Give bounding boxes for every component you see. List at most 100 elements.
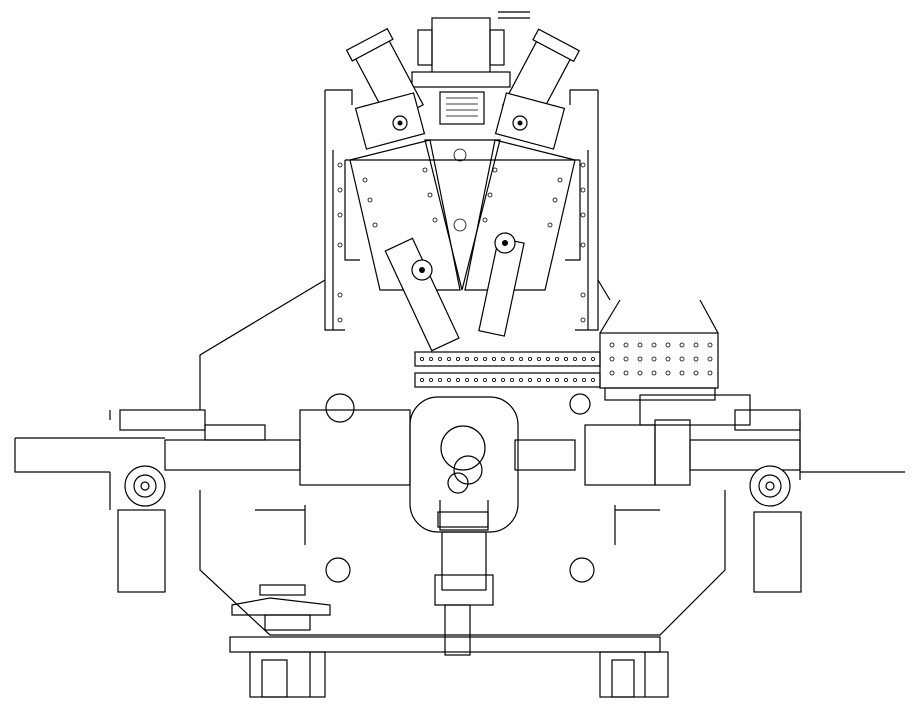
housing-hole [487,192,493,198]
bracket-hole [707,356,713,362]
rail-hole [419,356,424,361]
base-frame [229,636,669,698]
housing-hole [422,167,428,173]
rail-hole [537,377,542,382]
right-bracket [599,299,719,401]
top-housing [324,89,599,331]
rail-hole [428,356,433,361]
housing-hole [362,177,368,183]
rail-hole [428,377,433,382]
housing-hole [547,222,553,228]
rail-hole [446,377,451,382]
rail-hole [473,377,478,382]
rail-hole [555,356,560,361]
bracket-hole [693,356,699,362]
bracket-hole [637,370,643,376]
bracket-hole [651,370,657,376]
rail-hole [564,356,569,361]
bracket-hole [707,370,713,376]
rail-hole [591,356,596,361]
spindle-arms [384,232,525,352]
rail-hole [573,377,578,382]
rail-hole [546,356,551,361]
left-wheel [117,465,166,593]
housing-hole [337,162,343,168]
bracket-hole [665,342,671,348]
housing-hole [337,187,343,193]
lower-clamp [231,584,331,631]
rail-hole [509,356,514,361]
bracket-hole [707,342,713,348]
bracket-hole [609,370,615,376]
housing-hole [580,212,586,218]
rail-hole [500,356,505,361]
rail-hole [437,377,442,382]
rail-hole [582,377,587,382]
rail-hole [519,377,524,382]
housing-hole [482,217,488,223]
rail-hole [509,377,514,382]
rail-hole [455,356,460,361]
bracket-hole [693,370,699,376]
right-wheel [749,465,802,593]
central-hub [409,396,519,533]
housing-hole [337,317,343,323]
top-motor [411,11,530,125]
housing-hole [580,292,586,298]
lower-body [199,490,726,656]
rail-hole [464,377,469,382]
rail-hole [582,356,587,361]
housing-hole [337,212,343,218]
bracket-hole [679,370,685,376]
rail-hole [591,377,596,382]
bracket-hole [609,342,615,348]
housing-hole [427,192,433,198]
perforated-rails [414,351,601,388]
bracket-hole [693,342,699,348]
bracket-hole [623,342,629,348]
rail-hole [446,356,451,361]
bracket-hole [623,370,629,376]
rail-hole [537,356,542,361]
housing-hole [580,162,586,168]
rail-hole [491,377,496,382]
rail-hole [491,356,496,361]
rail-hole [573,356,578,361]
rail-hole [564,377,569,382]
bracket-hole [679,356,685,362]
housing-hole [580,317,586,323]
bracket-hole [651,356,657,362]
right-angled-motor [494,28,581,150]
housing-hole [337,242,343,248]
bracket-hole [609,356,615,362]
bracket-hole [679,342,685,348]
rail-hole [455,377,460,382]
rail-hole [437,356,442,361]
housing-hole [367,197,373,203]
housing-hole [372,222,378,228]
housing-hole [552,197,558,203]
v-plates [349,139,576,291]
rail-hole [519,356,524,361]
bracket-hole [665,370,671,376]
rail-hole [528,356,533,361]
rail-hole [464,356,469,361]
side-braces [199,279,611,410]
rail-hole [528,377,533,382]
housing-hole [580,187,586,193]
housing-holes [337,162,586,323]
housing-hole [432,217,438,223]
rail-hole [546,377,551,382]
rail-hole [555,377,560,382]
rail-hole [500,377,505,382]
rail-hole [482,377,487,382]
rail-hole [473,356,478,361]
housing-hole [337,292,343,298]
main-shaft [14,409,905,510]
rail-hole [419,377,424,382]
housing-hole [492,167,498,173]
bracket-hole [637,356,643,362]
housing-hole [557,177,563,183]
